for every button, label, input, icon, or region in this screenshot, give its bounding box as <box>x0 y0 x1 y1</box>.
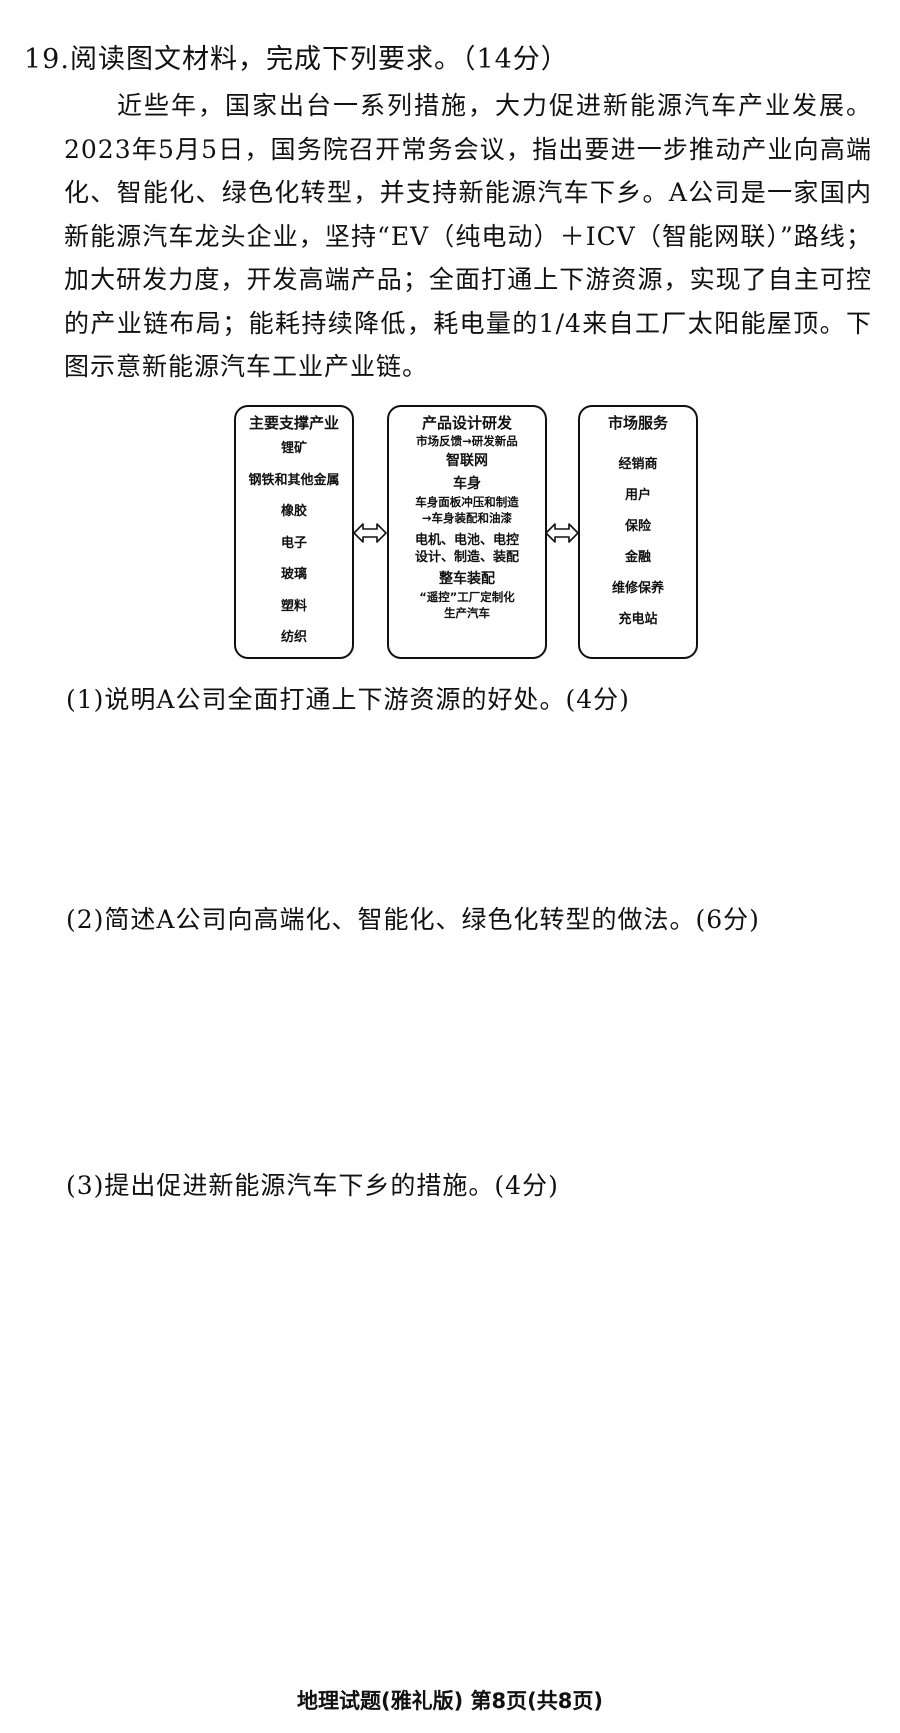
market-service-item: 经销商 <box>618 457 658 472</box>
support-industry-item: 电子 <box>280 535 307 551</box>
subquestion-3: (3)提出促进新能源汽车下乡的措施。(4分) <box>66 1171 559 1200</box>
assembly-section: 整车装配 <box>439 571 495 587</box>
powertrain-line-1: 电机、电池、电控 <box>414 533 519 548</box>
question-title: 19.阅读图文材料，完成下列要求。（14分） <box>24 44 569 75</box>
design-rd-subtitle: 市场反馈→研发新品 <box>416 434 518 448</box>
design-rd-title: 产品设计研发 <box>421 414 512 432</box>
market-service-item: 维修保养 <box>611 581 664 596</box>
market-services-box: 市场服务 经销商 用户 保险 金融 维修保养 充电站 <box>578 405 698 659</box>
design-rd-content: 市场反馈→研发新品 智联网 车身 车身面板冲压和制造 →车身装配和油漆 电机、电… <box>389 433 545 621</box>
body-line-2: →车身装配和油漆 <box>421 511 513 525</box>
material-text: 近些年，国家出台一系列措施，大力促进新能源汽车产业发展。2023年5月5日，国务… <box>64 91 872 381</box>
material-paragraph: 近些年，国家出台一系列措施，大力促进新能源汽车产业发展。2023年5月5日，国务… <box>64 84 872 389</box>
support-industry-item: 钢铁和其他金属 <box>248 472 340 488</box>
industry-chain-diagram: 主要支撑产业 锂矿 钢铁和其他金属 橡胶 电子 玻璃 塑料 纺织 产品设计研发 … <box>234 405 698 663</box>
subquestion-1: (1)说明A公司全面打通上下游资源的好处。(4分) <box>66 685 630 714</box>
support-industry-item: 塑料 <box>280 598 307 614</box>
support-industry-item: 锂矿 <box>280 441 307 456</box>
body-line-1: 车身面板冲压和制造 <box>415 495 519 509</box>
market-service-item: 用户 <box>624 488 651 503</box>
support-industries-list: 锂矿 钢铁和其他金属 橡胶 电子 玻璃 塑料 纺织 <box>236 433 352 654</box>
page-footer: 地理试题(雅礼版) 第8页(共8页) <box>297 1689 603 1713</box>
market-service-item: 充电站 <box>618 612 658 627</box>
powertrain-line-2: 设计、制造、装配 <box>414 550 519 565</box>
iot-section: 智联网 <box>446 453 488 469</box>
support-industry-item: 橡胶 <box>280 504 307 519</box>
market-service-item: 保险 <box>624 519 651 534</box>
market-service-item: 金融 <box>624 550 651 565</box>
support-industries-title: 主要支撑产业 <box>248 414 339 432</box>
support-industry-item: 纺织 <box>280 630 307 645</box>
assembly-line-1: “遥控”工厂定制化 <box>419 590 515 604</box>
support-industry-item: 玻璃 <box>280 567 307 582</box>
support-industries-box: 主要支撑产业 锂矿 钢铁和其他金属 橡胶 电子 玻璃 塑料 纺织 <box>234 405 354 659</box>
subquestion-2: (2)简述A公司向高端化、智能化、绿色化转型的做法。(6分) <box>66 905 760 934</box>
market-services-list: 经销商 用户 保险 金融 维修保养 充电站 <box>580 449 696 635</box>
assembly-line-2: 生产汽车 <box>444 606 490 620</box>
design-rd-box: 产品设计研发 市场反馈→研发新品 智联网 车身 车身面板冲压和制造 →车身装配和… <box>387 405 547 659</box>
body-section: 车身 <box>453 476 481 492</box>
double-arrow-icon <box>353 523 387 543</box>
market-services-title: 市场服务 <box>607 414 668 432</box>
double-arrow-icon <box>545 523 579 543</box>
